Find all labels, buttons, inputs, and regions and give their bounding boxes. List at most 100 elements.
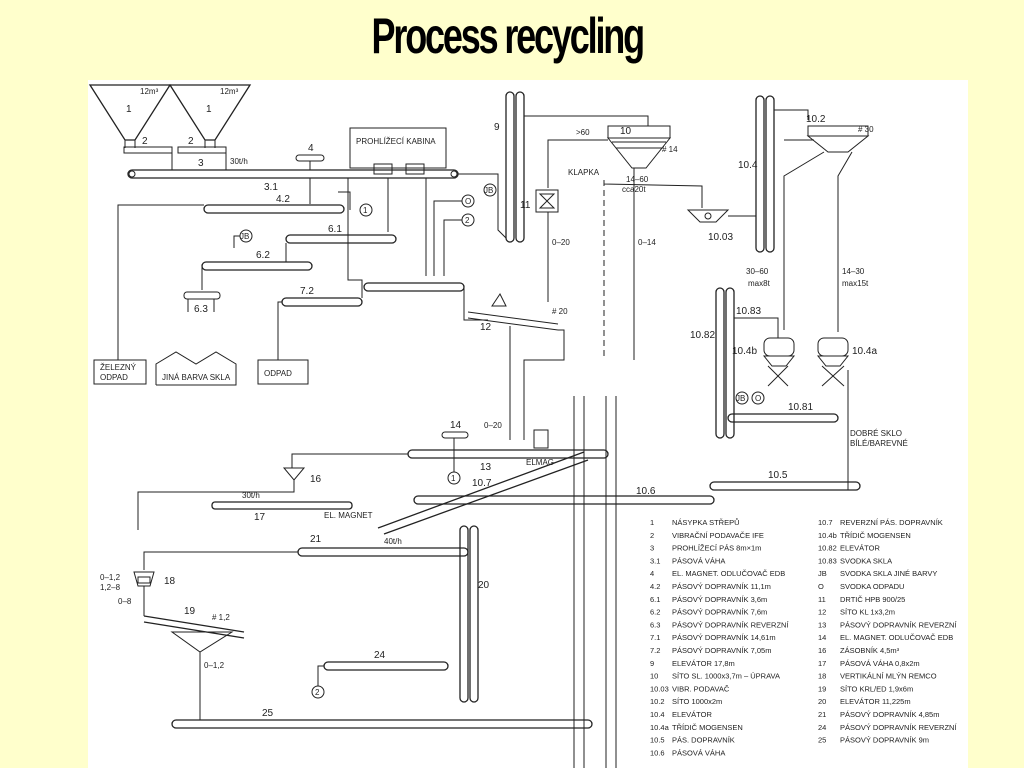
chute-o-b (751, 391, 765, 405)
legend-code: 17 (818, 659, 826, 668)
label-30t-b: 30t/h (242, 491, 260, 500)
label-6-2: 6.2 (256, 250, 270, 261)
conveyor-7-1 (363, 282, 465, 292)
chute-2-b (311, 685, 325, 699)
legend-code: 12 (818, 608, 826, 617)
conveyor-24 (323, 661, 449, 671)
circle-label-jb-b: JB (484, 186, 493, 195)
label-20: 20 (478, 580, 490, 591)
label-max8t: max8t (748, 279, 771, 288)
label-13: 13 (480, 462, 492, 473)
process-flow-diagram: 12m³ 12m³ 1 1 2 2 3 30t/h 3.1 PROHLÍŽECÍ… (88, 84, 957, 768)
label-21: 21 (310, 534, 322, 545)
legend-description: PÁSOVÁ VÁHA (672, 556, 725, 565)
label-10-4: 10.4 (738, 160, 758, 171)
label-zelezny: ŽELEZNÝ (100, 363, 137, 372)
elevator-10-82 (715, 287, 735, 439)
label-3: 3 (198, 158, 204, 169)
elevator-10-4 (755, 95, 775, 253)
label-0-14: 0–14 (638, 238, 656, 247)
feeder-10-03 (686, 209, 730, 223)
line-jb-a (233, 235, 240, 248)
label-10: 10 (620, 126, 632, 137)
legend-description: REVERZNÍ PÁS. DOPRAVNÍK (840, 518, 943, 527)
label-odpad: ODPAD (264, 369, 292, 378)
conveyor-25 (171, 719, 593, 729)
conveyor-6-1 (285, 234, 397, 244)
line-2 (443, 219, 462, 276)
legend-code: 24 (818, 723, 826, 732)
page-title: Process recycling (371, 8, 646, 64)
label-9: 9 (494, 122, 500, 133)
label-zelezny-odpad: ODPAD (100, 373, 128, 382)
label-10-2: 10.2 (806, 114, 826, 125)
circle-label-1a: 1 (363, 206, 368, 215)
magnet-4 (295, 154, 325, 170)
circle-label-jb-a: JB (240, 232, 249, 241)
label-18: 18 (164, 576, 176, 587)
line-21-to-18 (143, 551, 298, 570)
legend-description: PÁSOVÝ DOPRAVNÍK REVERZNÍ (672, 620, 789, 629)
screen-10-2 (806, 125, 870, 153)
inspection-cabin (349, 127, 447, 175)
line-72-to-odpad (277, 301, 282, 360)
label-10-82: 10.82 (690, 330, 715, 341)
label-mesh-20: # 20 (552, 307, 568, 316)
legend-description: SÍTO 1000x2m (672, 697, 722, 706)
legend-description: SVODKA SKLA (840, 556, 892, 565)
box-iron-waste (93, 359, 147, 385)
legend-description: SÍTO SL. 1000x3,7m – ÚPRAVA (672, 672, 780, 681)
label-3-rate: 30t/h (230, 157, 248, 166)
line-1083 (734, 317, 779, 338)
legend-description: PÁSOVÝ DOPRAVNÍK 3,6m (672, 595, 767, 604)
label-10-7: 10.7 (472, 478, 492, 489)
label-14: 14 (450, 420, 462, 431)
label-1a: 1 (126, 104, 132, 115)
label-elmag: ELMAG (526, 458, 554, 467)
line-14-60-to-1003 (603, 180, 703, 208)
legend-description: PÁSOVÝ DOPRAVNÍK 7,6m (672, 608, 767, 617)
circle-label-o-a: O (465, 197, 471, 206)
elevator-20 (459, 525, 479, 703)
line-42-to-1 (338, 191, 351, 210)
line-71-to-12 (463, 287, 488, 321)
crusher-11 (535, 189, 559, 213)
legend-description: PÁSOVÝ DOPRAVNÍK 7,05m (672, 646, 771, 655)
label-6-3: 6.3 (194, 304, 208, 315)
legend-description: VERTIKÁLNÍ MLÝN REMCO (840, 672, 937, 681)
legend-description: NÁSYPKA STŘEPŮ (672, 518, 740, 527)
line-13-to-16 (291, 453, 408, 468)
label-klapka: KLAPKA (568, 168, 600, 177)
scale-17 (211, 501, 353, 510)
label-2b: 2 (188, 136, 194, 147)
legend-code: 3 (650, 544, 654, 553)
legend-description: VIBR. PODAVAČ (672, 684, 730, 693)
legend-code: O (818, 582, 824, 591)
box-waste (257, 359, 309, 385)
label-mesh-1-2: # 1,2 (212, 613, 230, 622)
label-10-5: 10.5 (768, 470, 788, 481)
chute-jb-c (735, 391, 749, 405)
legend-code: JB (818, 569, 827, 578)
legend-code: 6.2 (650, 608, 660, 617)
screen-12 (467, 293, 559, 331)
label-10-03: 10.03 (708, 232, 733, 243)
label-1b: 1 (206, 104, 212, 115)
legend-code: 10.5 (650, 736, 665, 745)
label-jina-barva: JINÁ BARVA SKLA (162, 373, 231, 382)
line-30-60 (783, 151, 825, 330)
line-104-to-102 (774, 109, 809, 120)
legend-description: PÁSOVÁ VÁHA (672, 748, 725, 757)
legend-description: SÍTO KRL/ED 1,9x6m (840, 684, 913, 693)
legend-description: ELEVÁTOR 11,225m (840, 697, 911, 706)
legend-code: 10.4a (650, 723, 670, 732)
chute-jb-b (483, 183, 497, 197)
conveyor-10-6 (413, 495, 715, 505)
label-max15t: max15t (842, 279, 869, 288)
legend-description: PÁSOVÁ VÁHA 0,8x2m (840, 659, 920, 668)
legend-code: 3.1 (650, 556, 660, 565)
legend-code: 14 (818, 633, 826, 642)
sorter-10-4b (762, 337, 796, 387)
silo-16 (282, 467, 306, 481)
